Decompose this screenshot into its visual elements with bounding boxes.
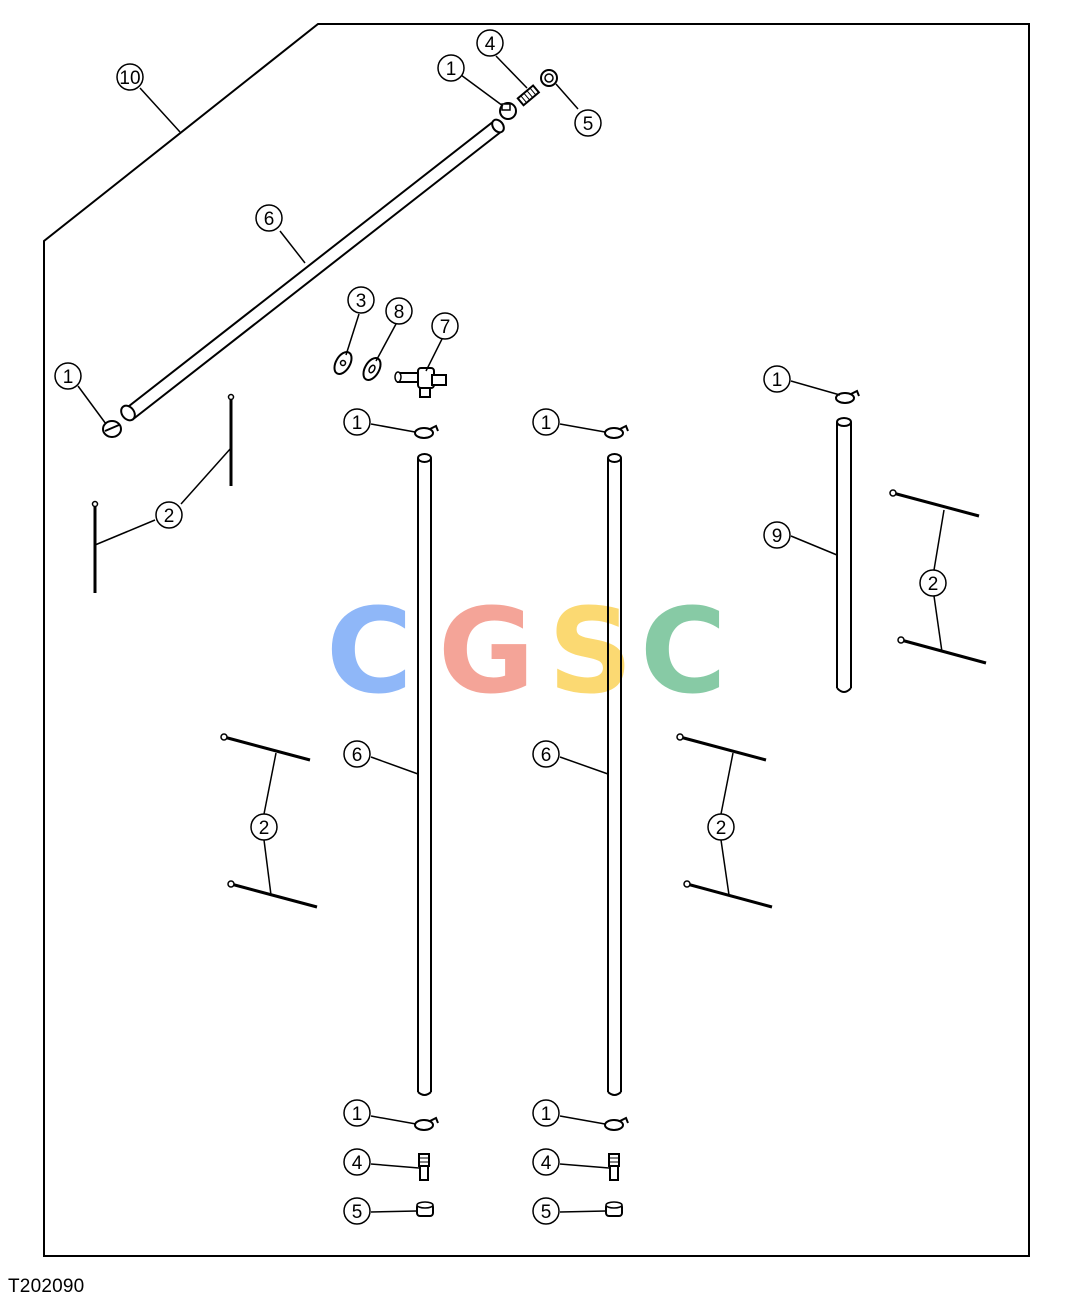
cable-tie-icon bbox=[91, 393, 235, 593]
callout-1: 1 bbox=[54, 362, 82, 390]
diagram-frame bbox=[43, 23, 1030, 1257]
svg-text:3: 3 bbox=[356, 291, 367, 312]
clamp-icon bbox=[414, 424, 439, 439]
callout-9: 9 bbox=[763, 521, 791, 549]
short-tube bbox=[836, 417, 852, 693]
clamp-icon bbox=[102, 420, 122, 438]
callout-2: 2 bbox=[919, 569, 947, 597]
svg-text:6: 6 bbox=[352, 745, 363, 766]
callout-4: 4 bbox=[343, 1148, 371, 1176]
cap-icon bbox=[605, 1201, 623, 1217]
svg-text:6: 6 bbox=[541, 745, 552, 766]
cap-icon bbox=[416, 1201, 434, 1217]
svg-text:4: 4 bbox=[541, 1153, 552, 1174]
fitting-icon bbox=[516, 84, 541, 107]
svg-text:1: 1 bbox=[541, 413, 552, 434]
top-fitting-group bbox=[499, 69, 558, 120]
svg-text:1: 1 bbox=[352, 1104, 363, 1125]
svg-text:10: 10 bbox=[119, 68, 140, 89]
callout-6: 6 bbox=[343, 740, 371, 768]
figure-id: T202090 bbox=[8, 1276, 85, 1297]
watermark-letter-2: G bbox=[438, 582, 535, 720]
watermark-letter-4: C bbox=[640, 582, 727, 720]
svg-text:5: 5 bbox=[352, 1202, 363, 1223]
callout-1: 1 bbox=[763, 365, 791, 393]
svg-text:4: 4 bbox=[352, 1153, 363, 1174]
callout-2: 2 bbox=[707, 813, 735, 841]
callout-8: 8 bbox=[385, 297, 413, 325]
watermark: C G S C bbox=[326, 582, 727, 720]
svg-text:9: 9 bbox=[772, 526, 783, 547]
leader-lines bbox=[77, 55, 945, 1213]
diagonal-tube bbox=[120, 118, 505, 422]
callout-4: 4 bbox=[532, 1148, 560, 1176]
callout-3: 3 bbox=[347, 286, 375, 314]
svg-text:4: 4 bbox=[485, 34, 496, 55]
vertical-tube bbox=[607, 453, 622, 1096]
clamp-icon bbox=[414, 1116, 439, 1131]
fitting-icon bbox=[418, 1153, 430, 1181]
callout-2: 2 bbox=[250, 813, 278, 841]
clamp-icon bbox=[604, 1116, 629, 1131]
svg-text:2: 2 bbox=[259, 818, 270, 839]
svg-text:5: 5 bbox=[541, 1202, 552, 1223]
callout-1: 1 bbox=[343, 1099, 371, 1127]
callout-1: 1 bbox=[343, 408, 371, 436]
callout-10: 10 bbox=[116, 63, 144, 91]
washer-icon bbox=[362, 357, 382, 381]
callout-2: 2 bbox=[155, 501, 183, 529]
svg-text:2: 2 bbox=[164, 506, 175, 527]
svg-text:1: 1 bbox=[352, 413, 363, 434]
svg-text:5: 5 bbox=[583, 114, 594, 135]
svg-text:1: 1 bbox=[446, 59, 457, 80]
svg-text:7: 7 bbox=[440, 317, 451, 338]
svg-text:8: 8 bbox=[394, 302, 405, 323]
callout-1: 1 bbox=[437, 54, 465, 82]
clamp-icon bbox=[835, 389, 860, 404]
cable-tie-icon bbox=[220, 489, 987, 909]
cap-icon bbox=[540, 69, 558, 87]
fitting-icon bbox=[608, 1153, 620, 1181]
callout-5: 5 bbox=[343, 1197, 371, 1225]
svg-text:2: 2 bbox=[928, 574, 939, 595]
svg-text:2: 2 bbox=[716, 818, 727, 839]
callout-6: 6 bbox=[532, 740, 560, 768]
callout-1: 1 bbox=[532, 408, 560, 436]
svg-text:1: 1 bbox=[541, 1104, 552, 1125]
valve-icon bbox=[394, 367, 447, 398]
watermark-letter-1: C bbox=[326, 582, 413, 720]
callout-4: 4 bbox=[476, 29, 504, 57]
washer-icon bbox=[333, 351, 353, 375]
callout-6: 6 bbox=[255, 204, 283, 232]
callout-1: 1 bbox=[532, 1099, 560, 1127]
watermark-letter-3: S bbox=[548, 582, 633, 720]
callout-5: 5 bbox=[574, 109, 602, 137]
svg-text:6: 6 bbox=[264, 209, 275, 230]
callout-5: 5 bbox=[532, 1197, 560, 1225]
clamp-icon bbox=[604, 424, 629, 439]
vertical-tube bbox=[417, 453, 432, 1096]
svg-text:1: 1 bbox=[772, 370, 783, 391]
callout-7: 7 bbox=[431, 312, 459, 340]
svg-text:1: 1 bbox=[63, 367, 74, 388]
